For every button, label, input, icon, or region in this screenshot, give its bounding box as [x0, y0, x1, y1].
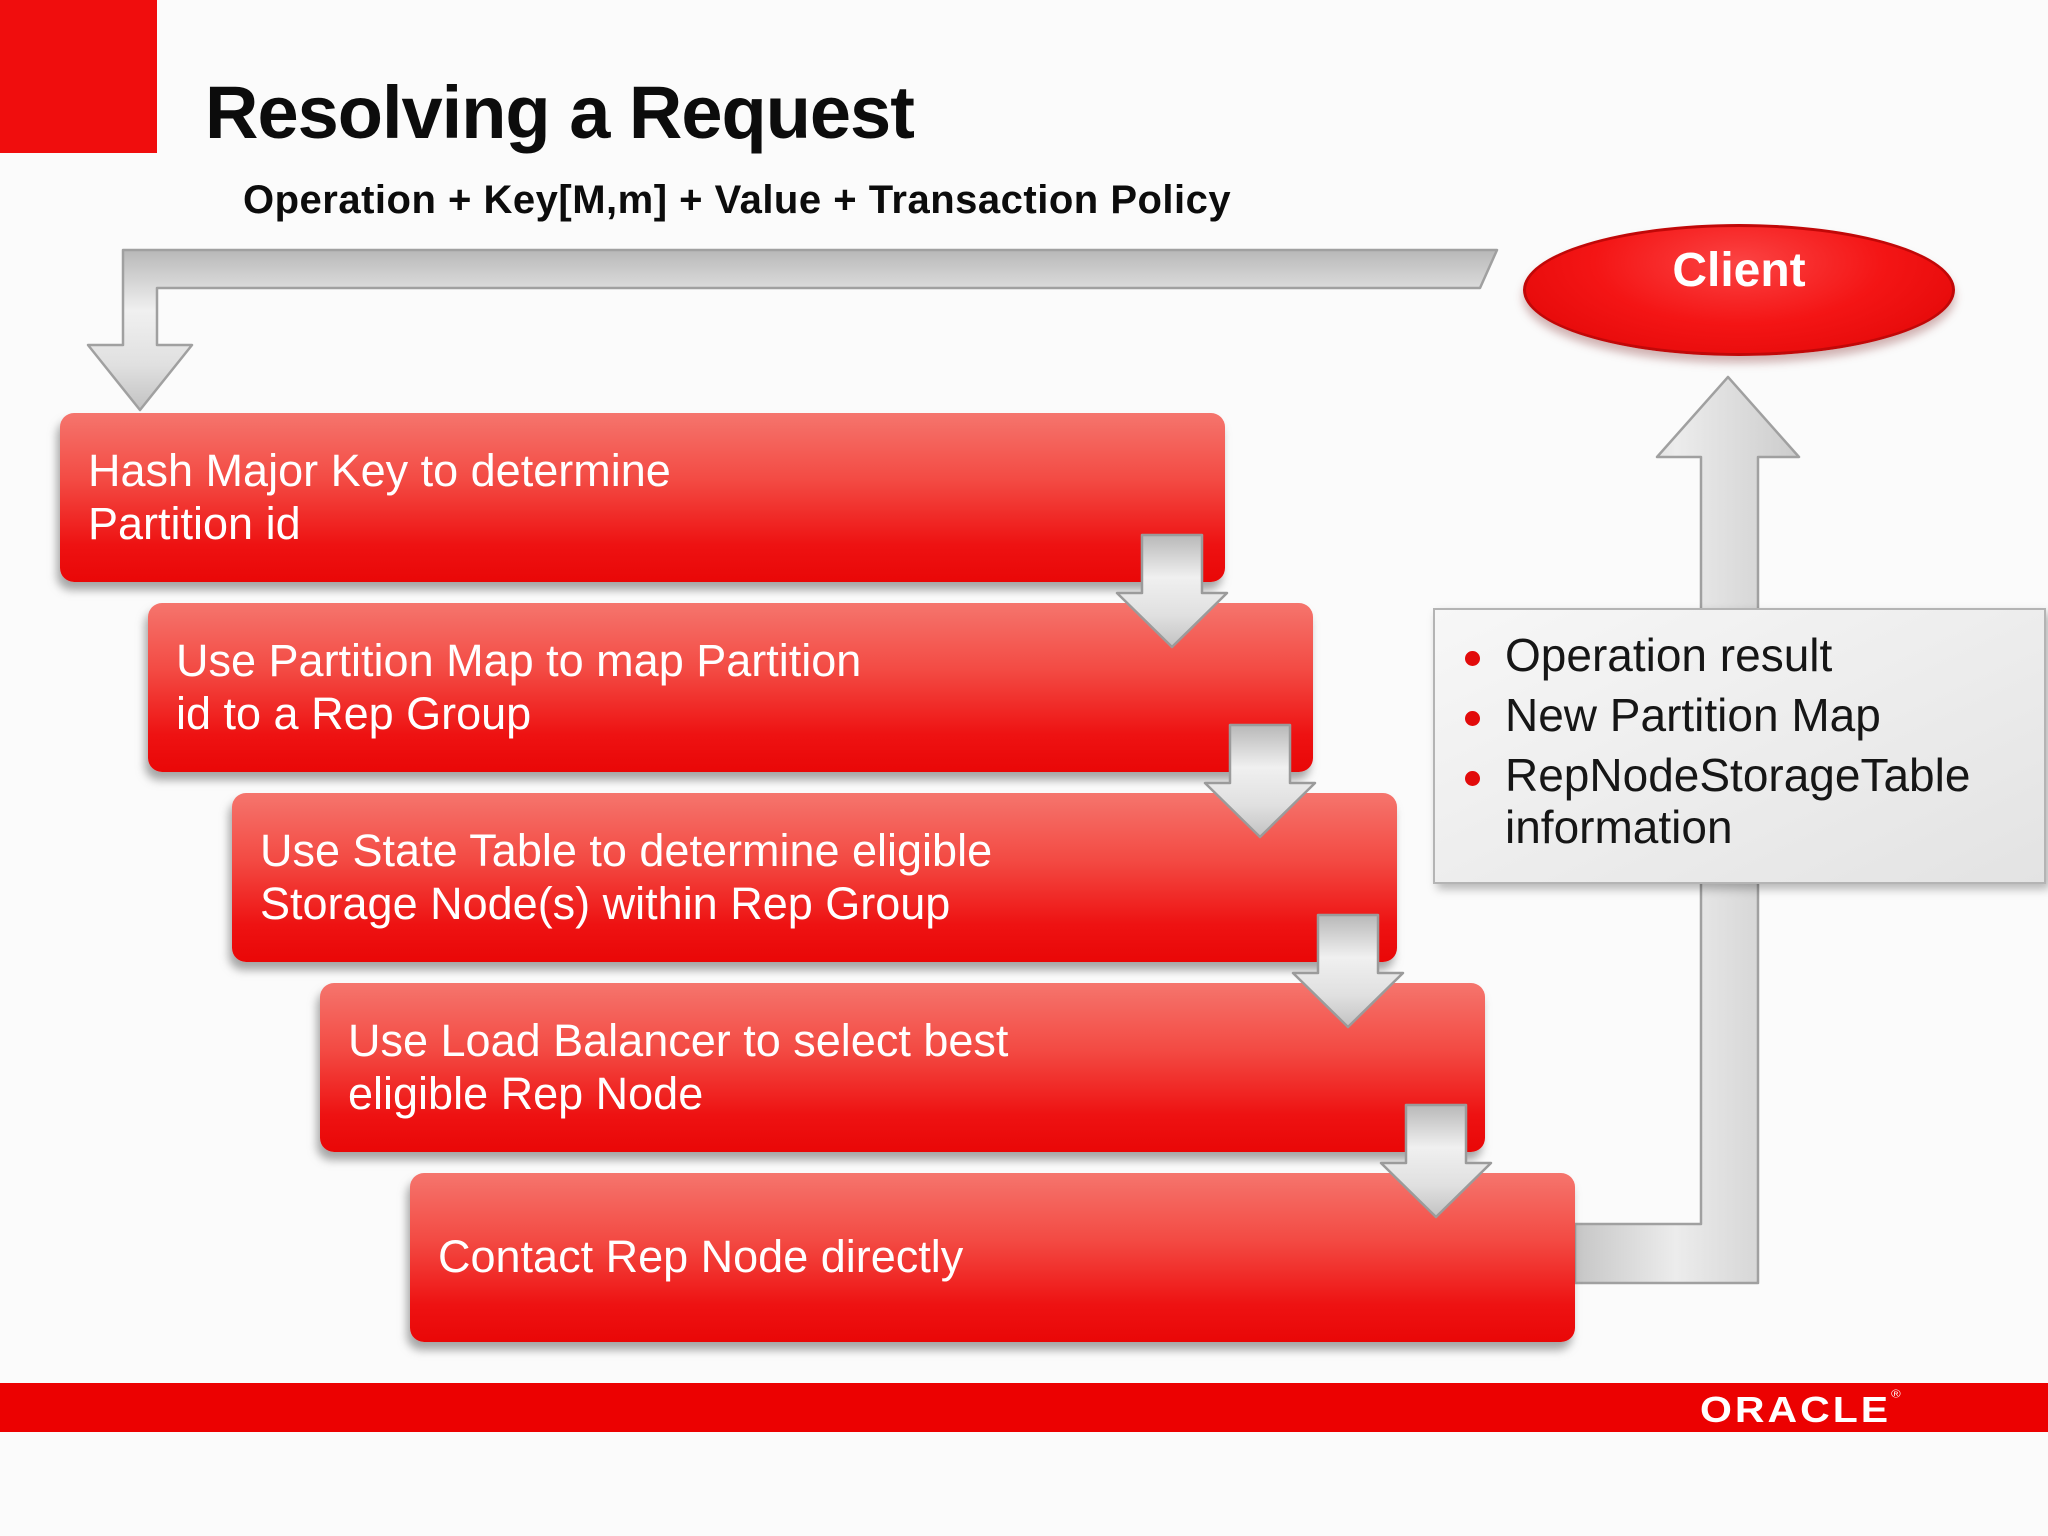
- request-formula-label: Operation + Key[M,m] + Value + Transacti…: [243, 178, 1232, 222]
- bullet-icon: [1465, 651, 1480, 666]
- response-item-label: Operation result: [1505, 629, 1833, 681]
- response-panel: Operation result New Partition Map RepNo…: [1433, 608, 2046, 884]
- page-title: Resolving a Request: [205, 71, 915, 154]
- step-contact-rep-node: Contact Rep Node directly: [410, 1173, 1575, 1342]
- step-state-table: Use State Table to determine eligible St…: [232, 793, 1397, 962]
- list-item: RepNodeStorageTable information: [1461, 748, 2036, 854]
- footer-bar: [0, 1383, 2048, 1432]
- step-partition-map: Use Partition Map to map Partition id to…: [148, 603, 1313, 772]
- registered-mark: ®: [1891, 1387, 1901, 1401]
- oracle-logo-text: ORACLE: [1700, 1389, 1892, 1431]
- client-node-label: Client: [1672, 243, 1806, 297]
- bullet-icon: [1465, 710, 1480, 726]
- list-item: New Partition Map: [1461, 688, 2036, 742]
- response-item-label: New Partition Map: [1505, 688, 1881, 741]
- response-list: Operation result New Partition Map RepNo…: [1461, 629, 2036, 854]
- corner-accent-square: [0, 0, 157, 153]
- step-load-balancer: Use Load Balancer to select best eligibl…: [320, 983, 1485, 1152]
- client-node: Client: [1523, 224, 1955, 356]
- response-item-label: RepNodeStorageTable information: [1505, 748, 1971, 853]
- step-hash-major-key: Hash Major Key to determine Partition id: [60, 413, 1225, 582]
- oracle-logo: ORACLE®: [1700, 1387, 1901, 1431]
- request-elbow-arrow: [86, 248, 1499, 412]
- list-item: Operation result: [1461, 629, 2036, 682]
- bullet-icon: [1465, 770, 1480, 786]
